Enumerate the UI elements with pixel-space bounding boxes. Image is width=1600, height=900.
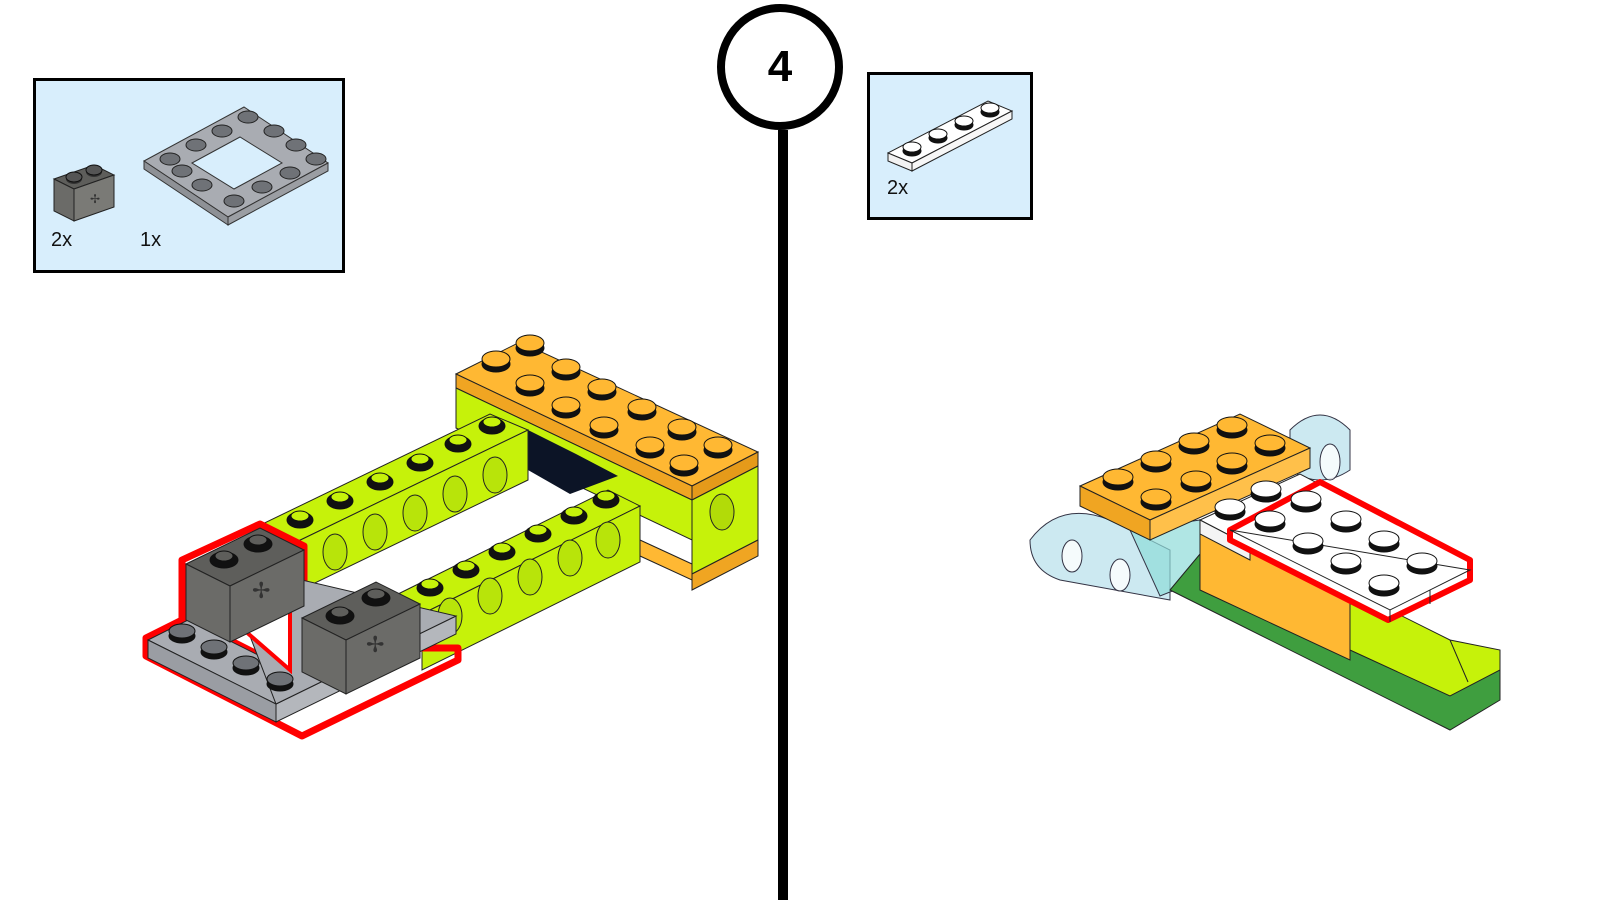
left-model-illustration: ✢ ✢	[142, 334, 760, 740]
svg-text:✢: ✢	[366, 633, 384, 658]
part-quantity: 2x	[887, 177, 909, 199]
svg-text:✢: ✢	[252, 579, 270, 604]
technic-beam-front	[388, 489, 642, 671]
step-number-badge: 4	[717, 4, 843, 130]
parts-callout-right: 2x	[867, 72, 1033, 220]
new-parts-highlight	[1214, 479, 1473, 623]
part-quantity: 1x	[140, 229, 162, 251]
part-technic-brick-1x2-icon: ✢	[52, 164, 116, 222]
step-number: 4	[767, 42, 793, 91]
part-open-plate-4x4-icon	[143, 106, 329, 226]
svg-text:✢: ✢	[90, 192, 100, 206]
part-plate-1x4-white-icon	[886, 100, 1014, 172]
technic-beam-back	[248, 413, 530, 597]
orange-brick	[1078, 413, 1312, 541]
parts-callout-left: ✢ 2x 1x	[33, 78, 345, 273]
step-divider-line	[778, 130, 788, 900]
new-parts-highlight: ✢ ✢	[142, 520, 462, 740]
right-model-illustration	[1029, 413, 1501, 731]
part-quantity: 2x	[51, 229, 73, 251]
